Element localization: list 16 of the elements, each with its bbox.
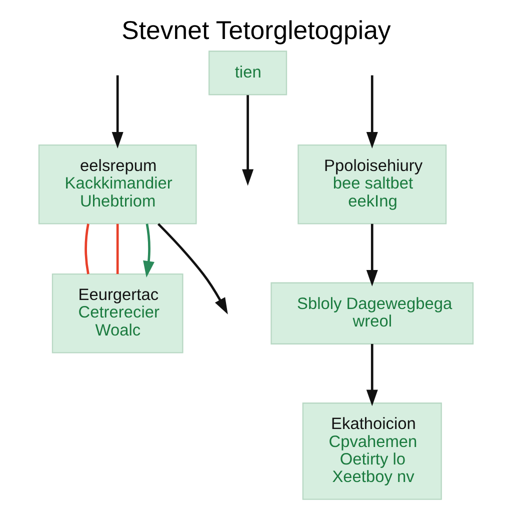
diagram-title: Stevnet Tetorgletogpiay <box>122 16 391 45</box>
arrow <box>157 222 228 314</box>
connector <box>84 223 90 274</box>
node-box: Ppoloisehiury bee saltbet eekIng <box>298 144 447 224</box>
arrow <box>242 94 254 186</box>
arrow <box>143 223 154 277</box>
node-box: Sbloly Dagewegbega wreol <box>270 282 474 344</box>
node-box: Eeurgertac Cetrerecier Woalc <box>52 273 184 353</box>
arrow <box>366 343 378 406</box>
node-box: Ekathoicion Cpvahemen Oetirty lo Xeetboy nv <box>302 402 442 500</box>
node-box: tien <box>208 50 288 95</box>
node-box: eelsrepum Kackkimandier Uhebtriom <box>38 144 197 224</box>
arrow <box>366 74 378 148</box>
arrow <box>366 223 378 286</box>
arrow <box>112 74 124 148</box>
connector <box>116 223 119 274</box>
